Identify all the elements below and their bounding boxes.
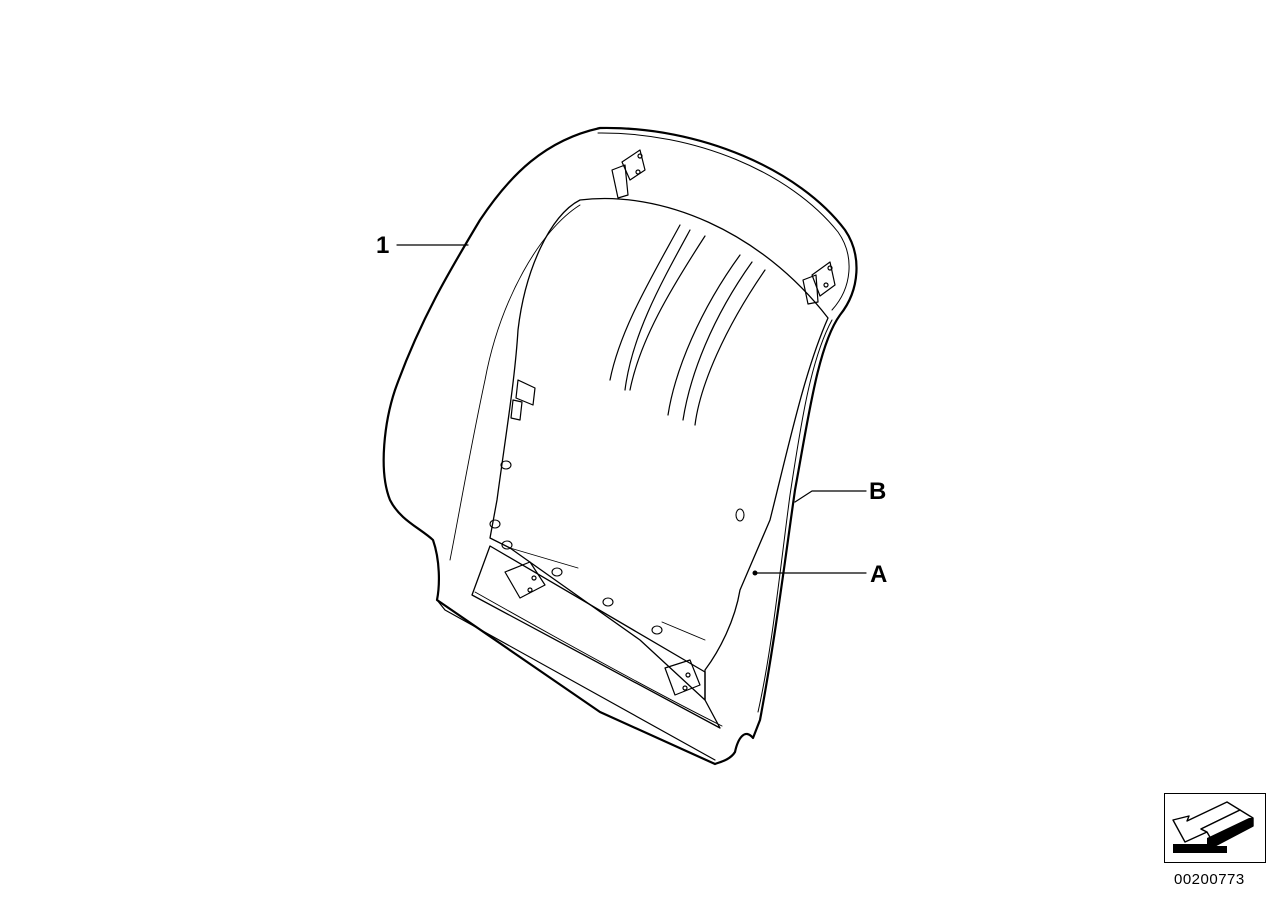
groove-6 <box>694 269 766 426</box>
groove-3 <box>629 235 706 391</box>
lower-right-bracket <box>664 659 701 696</box>
inner-cross-line <box>509 547 579 569</box>
inner-left-wall <box>449 204 581 561</box>
top-right-bracket <box>802 261 836 305</box>
callout-label-1: 1 <box>376 232 390 259</box>
inner-cross-line-2 <box>661 621 706 641</box>
callout-label-a: A <box>870 561 888 588</box>
shell-rim-line <box>597 132 850 311</box>
leader-line-b <box>794 490 867 503</box>
shell-right-edge-line <box>757 319 833 713</box>
diagram-number: 00200773 <box>1174 871 1245 888</box>
groove-4 <box>667 254 741 416</box>
orientation-arrow-icon <box>1172 801 1254 853</box>
left-clip <box>510 379 536 421</box>
point-a-dot <box>752 570 758 576</box>
orientation-box <box>1164 793 1266 863</box>
groove-5 <box>682 261 753 421</box>
fastener-pegs <box>489 460 745 635</box>
groove-2 <box>624 229 691 391</box>
lower-panel <box>471 545 721 729</box>
top-left-bracket <box>611 149 646 199</box>
backrest-shell-outline <box>382 126 858 766</box>
inner-opening <box>489 197 829 701</box>
lower-panel-inner <box>474 591 723 727</box>
callout-label-b: B <box>869 478 887 505</box>
lower-left-bracket <box>504 561 546 599</box>
groove-1 <box>609 224 681 381</box>
lower-lip <box>436 599 716 761</box>
